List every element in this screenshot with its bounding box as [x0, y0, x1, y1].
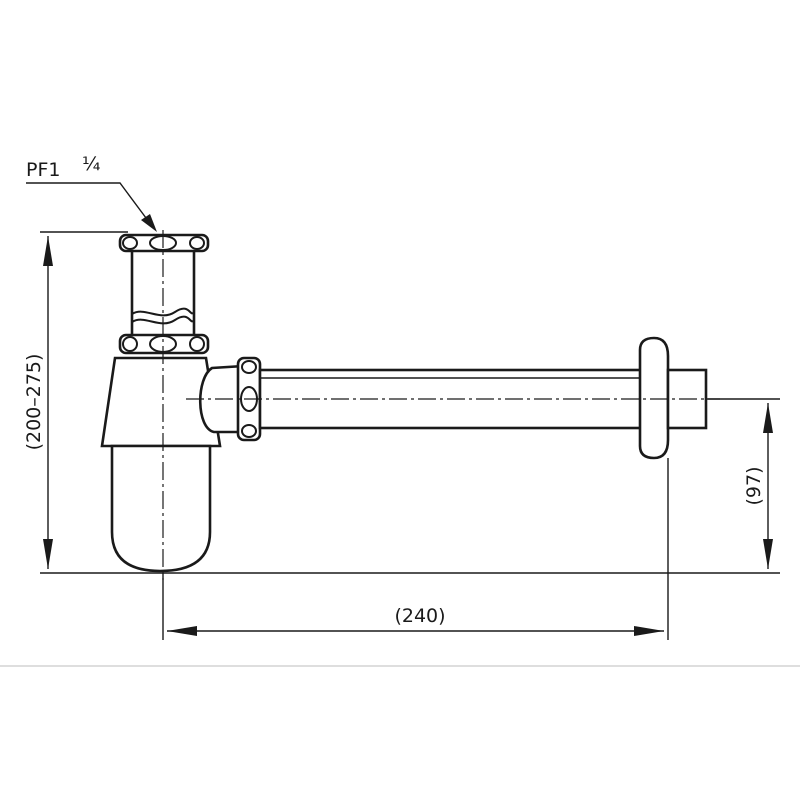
- extension-lines: [40, 231, 780, 640]
- height-arrow-bottom: [43, 539, 53, 569]
- top-nut-body: [118, 233, 210, 253]
- lower-nut-left-lobe: [122, 336, 138, 352]
- top-nut-left-lobe: [122, 236, 138, 250]
- top-nut-right-lobe: [189, 236, 205, 250]
- wall-flange: [638, 336, 708, 460]
- outlet-height-label: (97): [743, 466, 765, 505]
- wall-flange-body: [638, 336, 670, 460]
- length-label: (240): [394, 605, 445, 627]
- pipe-break-line: [131, 307, 195, 317]
- length-arrow-left: [167, 626, 197, 636]
- trap-upper-housing: [100, 356, 222, 448]
- lower-nut: [118, 333, 210, 355]
- height-arrow-top: [43, 236, 53, 266]
- outlet-nut-top-lobe: [241, 360, 257, 374]
- length-dimension: (240): [167, 605, 664, 636]
- thread-fraction: ¼: [82, 153, 100, 175]
- thread-label: PF1: [26, 159, 60, 181]
- center-lines: [162, 230, 720, 580]
- trap-bottle-cup: [110, 444, 212, 573]
- outlet-height-arrow-bottom: [763, 539, 773, 569]
- height-dimension: (200–275): [23, 236, 53, 569]
- trap-body: [100, 356, 222, 573]
- outlet-nut-bottom-lobe: [241, 424, 257, 438]
- length-arrow-right: [634, 626, 664, 636]
- outlet-height-dimension: (97): [743, 403, 773, 569]
- outlet-height-arrow-top: [763, 403, 773, 433]
- height-label: (200–275): [23, 354, 45, 451]
- pipe-break-line-2: [131, 315, 195, 325]
- thread-callout: PF1 ¼: [26, 153, 157, 232]
- lower-nut-right-lobe: [189, 336, 205, 352]
- lower-nut-body: [118, 333, 210, 355]
- thread-leader-line: [26, 182, 153, 227]
- thread-leader-arrow: [141, 214, 157, 232]
- top-nut: [118, 233, 210, 253]
